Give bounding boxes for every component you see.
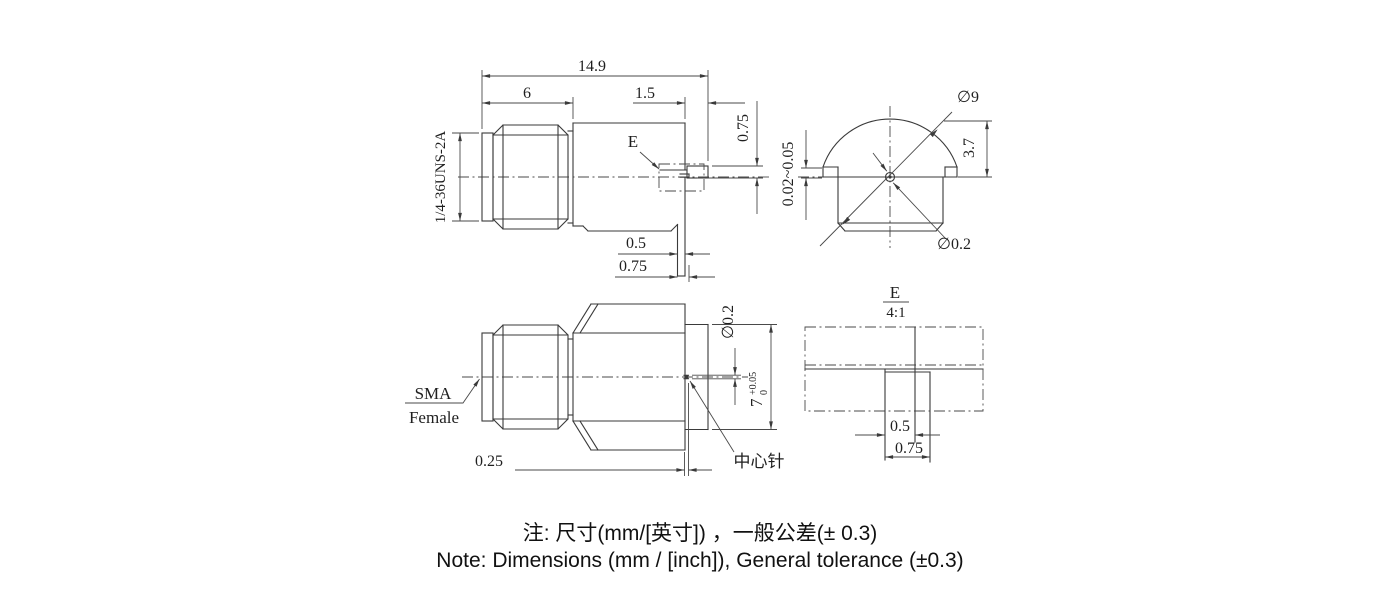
center-pin-tip [684,374,689,380]
dim-hex-length: 6 [481,85,574,119]
dim-detail-total-width-text: 0.75 [895,440,923,457]
dim-gap-tolerance: 0.02~0.05 [780,130,822,220]
detail-e-title: E 4:1 [883,283,909,321]
dim-leg-total-text: 0.75 [619,258,647,275]
dim-tab-thickness: 0.75 [697,101,763,214]
dim-thread-spec: 1/4-36UNS-2A [433,131,479,224]
dim-pin-stickout: 0.25 [475,383,712,476]
dim-dome-height-text: 3.7 [961,138,978,158]
dim-leg-total: 0.75 [615,258,715,282]
dim-tab-length: 1.5 [633,85,745,119]
detail-e-leader [639,151,660,170]
dim-tab-width: 7 +0.05 0 [712,324,777,430]
end-view-outline [822,118,958,232]
dim-detail-leg-width: 0.5 [855,418,940,437]
detail-e-callout-label: E [628,132,638,151]
detail-e-geometry [804,326,984,463]
bottom-view: SMA Female 0.25 中心针 ∅0.2 [405,303,785,476]
dim-tab-width-tol-lower: 0 [759,390,770,395]
dim-pin-diameter-end: ∅0.2 [872,152,971,253]
note-line-zh: 注: 尺寸(mm/[英寸]) ，一般公差(± 0.3) [523,522,878,545]
dim-tab-width-tol-upper: +0.05 [748,372,759,395]
dim-pin-stickout-text: 0.25 [475,453,503,470]
thread-spec-label: 1/4-36UNS-2A [433,131,449,224]
dim-detail-total-width: 0.75 [885,440,930,459]
detail-e-title-scale: 4:1 [886,305,905,321]
side-view-leg-and-tab [659,165,709,277]
dim-overall-length-text: 14.9 [578,58,606,75]
dim-tab-width-text: 7 [747,398,766,407]
note-line-en: Note: Dimensions (mm / [inch]), General … [436,549,963,572]
dim-pin-diameter-bottom-text: ∅0.2 [720,305,737,339]
connector-type-label: SMA Female [405,378,480,427]
dim-body-diameter: ∅9 [819,89,979,247]
detail-e-boundary [658,163,705,192]
dim-overall-length: 14.9 [481,58,709,161]
dim-tab-length-text: 1.5 [635,85,655,102]
detail-e-title-letter: E [890,283,900,302]
bottom-view-outline [481,303,709,451]
dim-hex-length-text: 6 [523,85,531,102]
dim-leg-width: 0.5 [618,235,710,256]
side-view-body-outline [481,122,686,232]
dim-detail-leg-width-text: 0.5 [890,418,910,435]
dim-dome-height: 3.7 [944,120,992,178]
notes-block: 注: 尺寸(mm/[英寸]) ，一般公差(± 0.3) Note: Dimens… [436,522,963,572]
side-view: E 14.9 6 1.5 0.75 [433,58,770,282]
connector-type-line1: SMA [415,384,453,403]
connector-type-line2: Female [409,408,459,427]
center-pin-callout: 中心针 [689,380,785,471]
center-pin-circle [884,171,896,183]
dim-leg-width-text: 0.5 [626,235,646,252]
dim-pin-diameter-bottom: ∅0.2 [692,305,741,405]
center-pin-label: 中心针 [734,452,785,471]
dim-gap-tolerance-text: 0.02~0.05 [780,142,797,207]
dim-pin-diameter-end-text: ∅0.2 [937,236,971,253]
end-view: ∅9 ∅0.2 3.7 0.02~0.05 [780,89,992,253]
dim-tab-thickness-text: 0.75 [735,114,752,142]
detail-e-view: E 4:1 0.5 0.75 [804,283,984,463]
dim-body-diameter-text: ∅9 [957,89,979,106]
